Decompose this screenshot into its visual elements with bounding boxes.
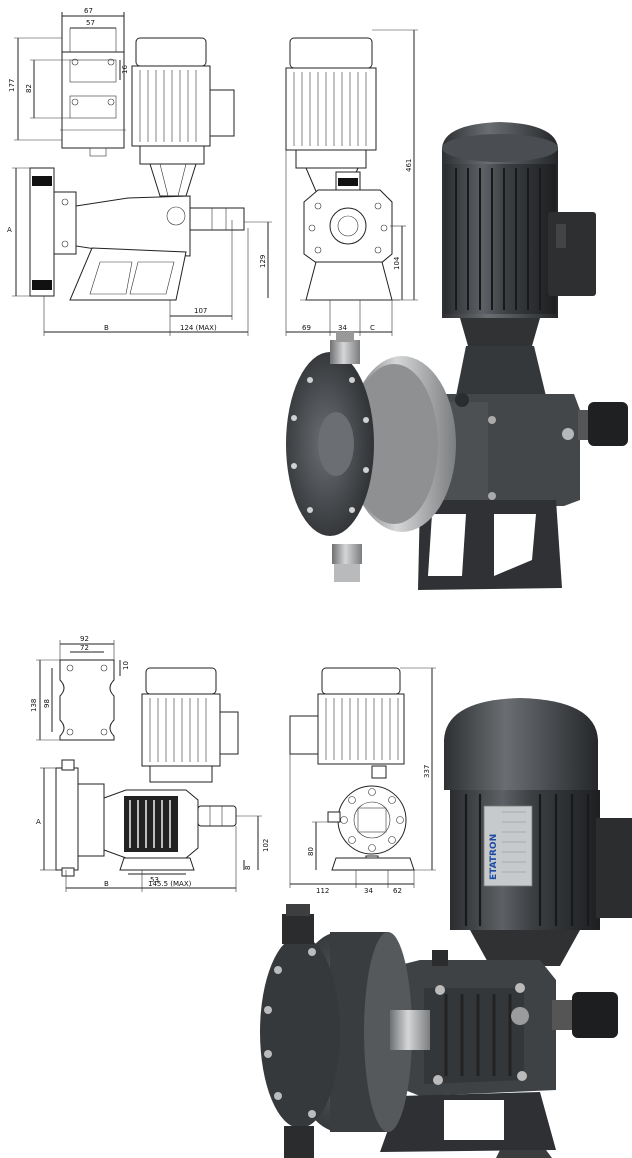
dim-16: 16: [121, 65, 129, 74]
dim-80: 80: [307, 847, 315, 856]
dim-129: 129: [259, 255, 267, 268]
dim-34-top: 34: [338, 324, 347, 332]
dim-34-bottom: 34: [364, 887, 373, 895]
dim-107: 107: [194, 307, 207, 315]
dim-138: 138: [30, 699, 38, 712]
nameplate: ETATRON: [483, 805, 533, 887]
dim-57: 57: [86, 19, 95, 27]
dim-337: 337: [423, 765, 431, 778]
bottom-pump-photo: ETATRON: [260, 698, 632, 1158]
dim-label-a-bottom: A: [36, 818, 41, 826]
dim-67: 67: [84, 7, 93, 15]
dim-label-a: A: [7, 226, 12, 234]
bottom-side-drawing: 337 80 112 34 62: [289, 667, 436, 895]
dim-10: 10: [122, 661, 130, 670]
top-motor-side: [131, 37, 235, 197]
top-pump-body-side: [29, 167, 245, 301]
dim-69: 69: [302, 324, 311, 332]
bottom-motor-side: [141, 667, 239, 783]
dim-102: 102: [262, 839, 270, 852]
dim-461: 461: [405, 159, 413, 172]
dim-label-b: B: [104, 324, 109, 332]
dim-112: 112: [316, 887, 329, 895]
top-pump-photo: [286, 122, 628, 590]
top-front-drawing: 67 57 177 82 16: [7, 7, 272, 336]
dim-104: 104: [393, 256, 401, 270]
dim-145-max: 145.5 (MAX): [148, 880, 192, 888]
dim-92: 92: [80, 635, 89, 643]
dim-62: 62: [393, 887, 402, 895]
dim-label-b-bottom: B: [104, 880, 109, 888]
bottom-pump-body-side: [55, 759, 237, 877]
top-side-drawing: 461 104 69 34 C: [285, 29, 418, 336]
dim-53: 53: [150, 876, 159, 884]
dim-177: 177: [8, 79, 16, 92]
bottom-bracket-view: [59, 659, 115, 741]
bottom-front-drawing: 92 72 138 98 10: [30, 635, 270, 892]
dim-98: 98: [43, 699, 51, 708]
dim-72: 72: [80, 644, 89, 652]
dim-82: 82: [25, 84, 33, 93]
dim-8: 8: [244, 866, 252, 870]
dim-label-c: C: [370, 324, 375, 332]
dim-124-max: 124 (MAX): [180, 324, 217, 332]
top-bracket-view: [60, 51, 126, 157]
nameplate-brand: ETATRON: [489, 834, 499, 880]
